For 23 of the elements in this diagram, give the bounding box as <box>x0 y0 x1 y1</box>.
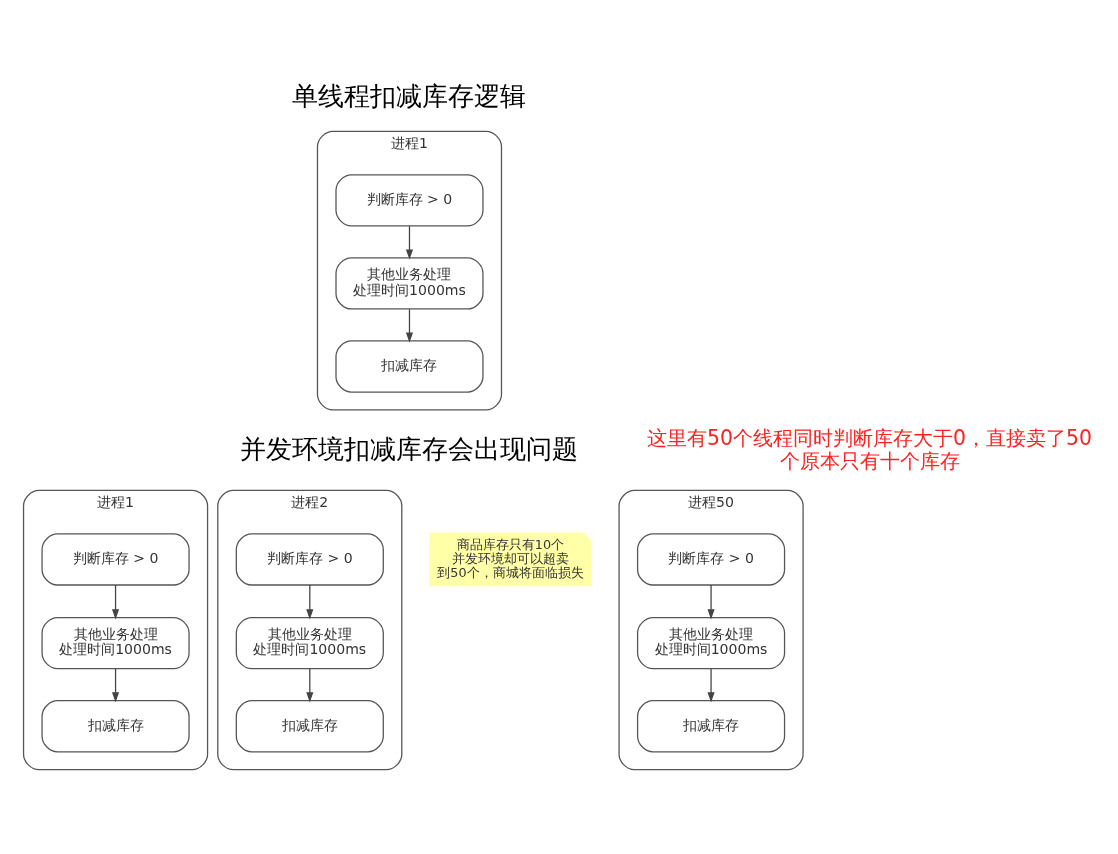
node-box: 扣减库存 <box>235 699 384 752</box>
arrow <box>111 667 120 702</box>
arrow <box>306 583 314 619</box>
arrow <box>111 583 120 619</box>
node-box: 判断库存 > 0 <box>41 532 190 586</box>
node-box: 扣减库存 <box>636 699 786 752</box>
arrow <box>707 583 715 619</box>
label: 并发环境扣减库存会出现问题 <box>240 433 579 464</box>
node-box: 扣减库存 <box>335 339 484 393</box>
arrow <box>405 308 414 343</box>
arrow <box>405 225 414 260</box>
node-box: 其他业务处理处理时间1000ms <box>335 256 484 310</box>
node-box: 其他业务处理处理时间1000ms <box>235 616 384 669</box>
node-box: 其他业务处理处理时间1000ms <box>636 616 786 669</box>
label: 单线程扣减库存逻辑 <box>292 80 527 110</box>
label: 这里有50个线程同时判断库存大于0，直接卖了50个原本只有十个库存 <box>647 425 1093 473</box>
node-box: 其他业务处理处理时间1000ms <box>41 616 190 669</box>
arrow <box>306 667 314 702</box>
node-box: 扣减库存 <box>41 699 190 752</box>
arrow <box>707 667 715 702</box>
node-box: 判断库存 > 0 <box>235 532 384 586</box>
node-box: 判断库存 > 0 <box>335 173 484 227</box>
node-box: 判断库存 > 0 <box>636 532 786 586</box>
